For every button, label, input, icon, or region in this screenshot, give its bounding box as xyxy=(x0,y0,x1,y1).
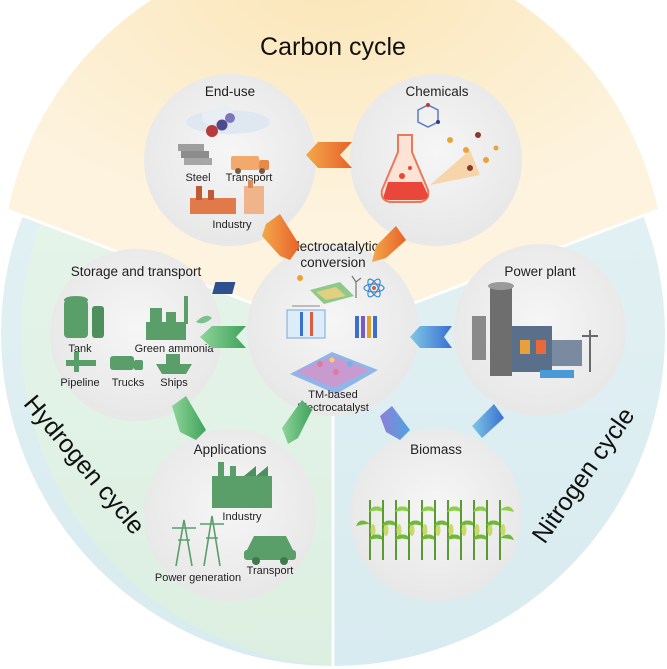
chemicals-title: Chemicals xyxy=(405,84,468,99)
center-title-line2: conversion xyxy=(300,255,365,270)
power-plant-node: Power plant xyxy=(454,244,626,416)
factory-icon xyxy=(212,462,272,508)
arrow-center-to-chemicals xyxy=(372,226,406,262)
crop-plant xyxy=(395,500,423,560)
end-use-title: End-use xyxy=(205,84,255,99)
end-use-node: End-use Steel Transport xyxy=(144,74,316,246)
truck-icon xyxy=(231,156,269,174)
flask-icon xyxy=(380,134,430,203)
applications-node: Applications Industry Power generation T… xyxy=(144,429,316,601)
biomass-title: Biomass xyxy=(410,442,462,457)
applications-title: Applications xyxy=(194,442,267,457)
center-node: Electrocatalytic conversion xyxy=(212,239,419,416)
ammonia-plant-icon xyxy=(146,296,212,340)
tank-label: Tank xyxy=(68,343,92,355)
molecule-icon xyxy=(206,113,235,137)
center-title-line1: Electrocatalytic xyxy=(288,239,379,254)
pipeline-icon xyxy=(66,352,96,372)
transport-label: Transport xyxy=(226,172,273,184)
arrow-storage-to-applications xyxy=(172,396,206,440)
ships-icon xyxy=(156,354,192,374)
electrolyzer-cell-icon xyxy=(286,305,326,339)
crops-icon xyxy=(356,500,514,560)
storage-title: Storage and transport xyxy=(71,264,202,279)
benzene-ring-icon xyxy=(417,103,440,128)
center-caption-line1: TM-based xyxy=(308,389,358,401)
energy-map-icon xyxy=(310,282,354,304)
biomass-node: Biomass xyxy=(350,429,522,601)
applications-industry-label: Industry xyxy=(222,511,262,523)
particles-icon xyxy=(447,132,499,171)
power-plant-icon xyxy=(472,282,598,378)
industry-label: Industry xyxy=(212,219,252,231)
arrow-biomass-to-power-plant xyxy=(472,404,504,438)
factory-icon xyxy=(190,186,236,214)
applications-transport-label: Transport xyxy=(247,565,294,577)
tank-icon xyxy=(64,296,104,338)
arrow-power-plant-to-center xyxy=(410,326,452,348)
arrow-center-to-biomass xyxy=(380,406,410,440)
electrode-array-icon xyxy=(355,316,377,338)
ships-label: Ships xyxy=(160,377,188,389)
arrow-center-to-storage xyxy=(200,326,246,348)
refinery-icon xyxy=(244,180,264,214)
steel-icon xyxy=(178,144,212,165)
glow-beam xyxy=(430,150,480,185)
carbon-cycle-label: Carbon cycle xyxy=(260,33,406,61)
chemicals-node: Chemicals xyxy=(350,74,522,246)
center-caption-line2: Electrocatalyst xyxy=(297,402,369,414)
power-plant-title: Power plant xyxy=(504,264,576,279)
solar-panel-icon xyxy=(212,275,303,294)
atom-icon xyxy=(363,278,385,298)
catalyst-surface-icon xyxy=(290,352,378,394)
storage-node: Storage and transport Tank Green ammonia… xyxy=(50,249,222,421)
trucks-icon xyxy=(110,356,143,370)
steel-label: Steel xyxy=(185,172,210,184)
power-tower-icon xyxy=(172,515,224,567)
power-generation-label: Power generation xyxy=(155,572,241,584)
pipeline-label: Pipeline xyxy=(60,377,99,389)
crop-plant xyxy=(486,500,514,560)
green-ammonia-label: Green ammonia xyxy=(135,343,215,355)
arrow-applications-to-center xyxy=(282,400,312,444)
arrow-chemicals-to-end-use xyxy=(306,142,352,168)
car-icon xyxy=(244,536,296,565)
arrow-end-use-to-center xyxy=(262,214,300,260)
wind-turbine-icon xyxy=(351,275,362,298)
trucks-label: Trucks xyxy=(112,377,145,389)
